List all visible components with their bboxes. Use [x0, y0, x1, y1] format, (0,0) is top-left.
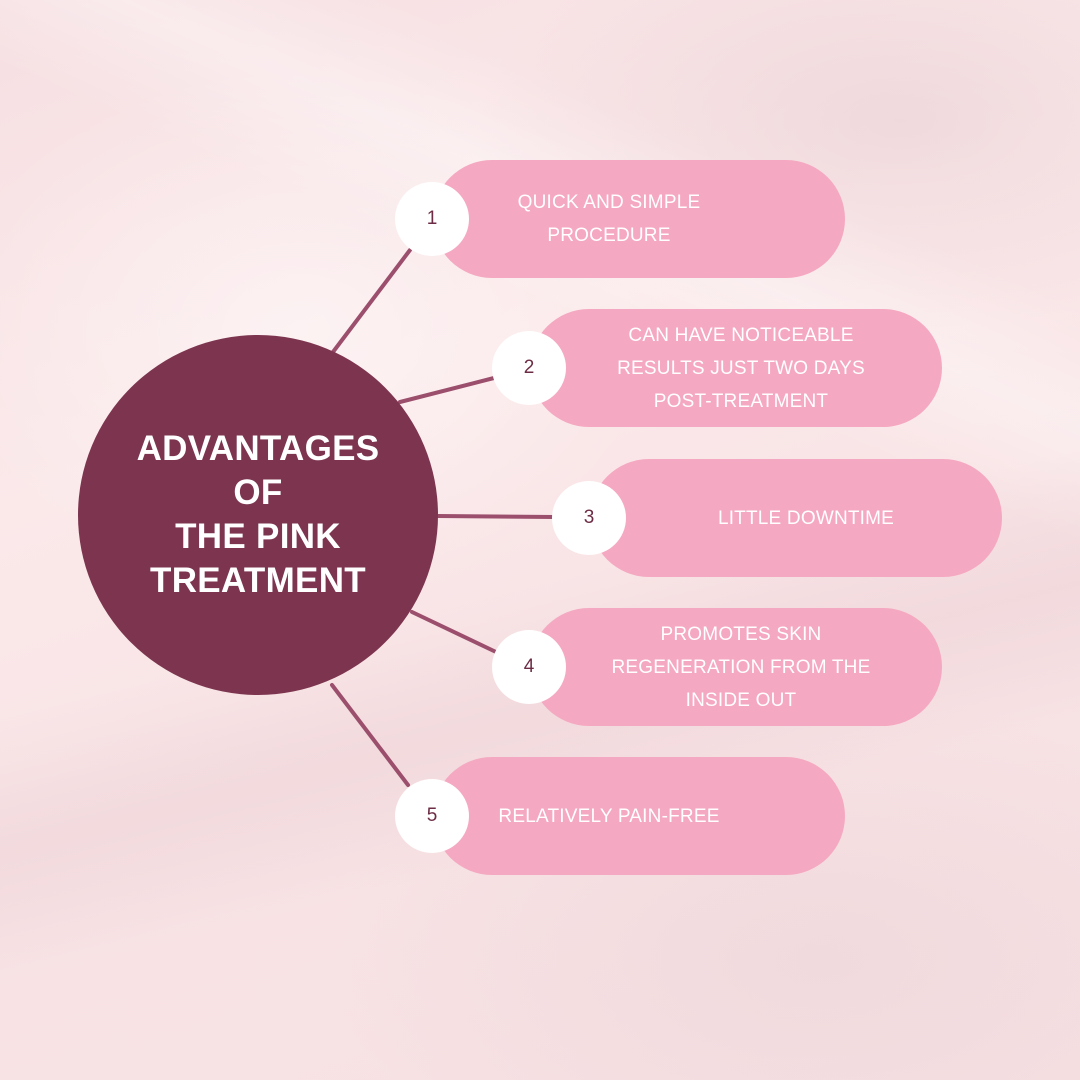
connector-line-4	[410, 610, 498, 654]
advantage-number-2: 2	[523, 357, 535, 378]
advantage-text-5: RELATIVELY PAIN-FREE	[498, 805, 720, 827]
advantage-text-4: PROMOTES SKIN REGENERATION FROM THE INSI…	[611, 623, 871, 711]
connector-line-1	[331, 248, 412, 354]
advantage-pill-2: CAN HAVE NOTICEABLE RESULTS JUST TWO DAY…	[530, 309, 942, 427]
advantage-number-badge-4: 4	[492, 630, 566, 704]
connector-line-5	[330, 683, 410, 787]
advantage-number-4: 4	[523, 656, 535, 677]
connector-line-3	[436, 514, 556, 519]
advantage-number-5: 5	[426, 805, 438, 826]
advantage-number-1: 1	[426, 208, 438, 229]
hub-circle: ADVANTAGES OF THE PINK TREATMENT	[78, 335, 438, 695]
advantage-number-badge-3: 3	[552, 481, 626, 555]
advantage-number-3: 3	[583, 507, 595, 528]
advantage-pill-1: QUICK AND SIMPLE PROCEDURE	[433, 160, 845, 278]
advantage-text-2: CAN HAVE NOTICEABLE RESULTS JUST TWO DAY…	[617, 324, 865, 412]
connector-line-2	[398, 376, 496, 404]
advantage-pill-5: RELATIVELY PAIN-FREE	[433, 757, 845, 875]
advantage-number-badge-2: 2	[492, 331, 566, 405]
advantage-pill-4: PROMOTES SKIN REGENERATION FROM THE INSI…	[530, 608, 942, 726]
advantage-text-3: LITTLE DOWNTIME	[717, 507, 895, 529]
advantage-pill-3: LITTLE DOWNTIME	[590, 459, 1002, 577]
advantage-number-badge-5: 5	[395, 779, 469, 853]
hub-title: ADVANTAGES OF THE PINK TREATMENT	[136, 429, 380, 600]
advantage-number-badge-1: 1	[395, 182, 469, 256]
advantage-text-1: QUICK AND SIMPLE PROCEDURE	[517, 192, 701, 246]
